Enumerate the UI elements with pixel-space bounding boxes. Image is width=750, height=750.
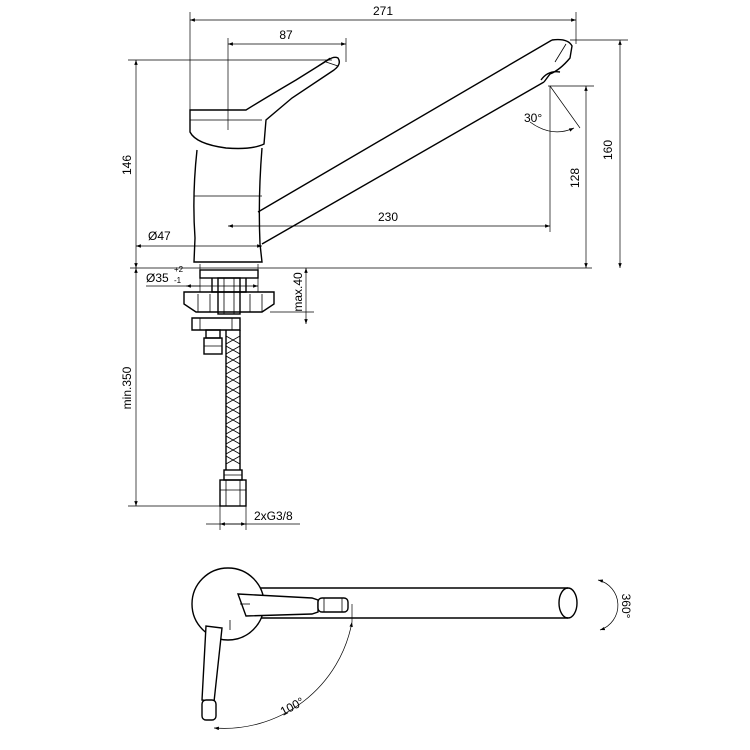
dim-label-g38: 2xG3/8 — [254, 509, 293, 523]
dim-min-hose: min.350 — [120, 268, 246, 507]
fixing-assembly — [183, 269, 275, 331]
plan-view: 100° 360° — [191, 567, 633, 731]
dim-hole-diameter: Ø35 +2 -1 — [146, 264, 259, 292]
dim-label-100deg: 100° — [278, 694, 307, 718]
dim-label-max40: max.40 — [291, 272, 305, 312]
hose-connector-left — [203, 329, 223, 355]
braided-hose — [219, 330, 247, 507]
dim-label-d47: Ø47 — [148, 229, 171, 243]
dim-label-tol-plus: +2 — [174, 265, 184, 274]
plan-spout — [252, 587, 578, 619]
dim-label-d35: Ø35 — [146, 271, 169, 285]
dim-connection: 2xG3/8 — [206, 506, 300, 530]
dim-spout-height: 128 — [548, 85, 594, 268]
dim-label-128: 128 — [568, 168, 582, 188]
dim-spout-angle: 30° — [524, 85, 581, 133]
dim-lever-reach: 87 — [227, 28, 347, 130]
dim-swivel: 360° — [597, 579, 633, 631]
dim-total-length: 271 — [189, 4, 577, 110]
dim-spout-reach: 230 — [228, 86, 551, 232]
dim-label-230: 230 — [378, 210, 398, 224]
dim-label-min350: min.350 — [120, 366, 134, 409]
plan-lever — [236, 593, 349, 617]
dim-body-diameter: Ø47 — [136, 229, 262, 248]
mixer-body — [193, 147, 263, 263]
lever-handle — [189, 56, 341, 150]
dim-label-360deg: 360° — [619, 594, 633, 619]
dim-max-deck: max.40 — [270, 268, 314, 324]
dim-label-160: 160 — [601, 140, 615, 160]
spout — [257, 38, 573, 245]
dim-label-271: 271 — [373, 4, 393, 18]
dim-label-87: 87 — [279, 28, 293, 42]
dim-label-30deg: 30° — [524, 111, 542, 125]
dim-label-146: 146 — [120, 155, 134, 175]
dim-body-height: 146 — [120, 59, 332, 268]
dim-overall-height: 160 — [570, 39, 628, 268]
side-elevation-view: 271 87 146 160 128 — [120, 4, 628, 530]
dim-label-tol-minus: -1 — [174, 276, 182, 285]
plan-lever-rotated — [201, 625, 223, 721]
